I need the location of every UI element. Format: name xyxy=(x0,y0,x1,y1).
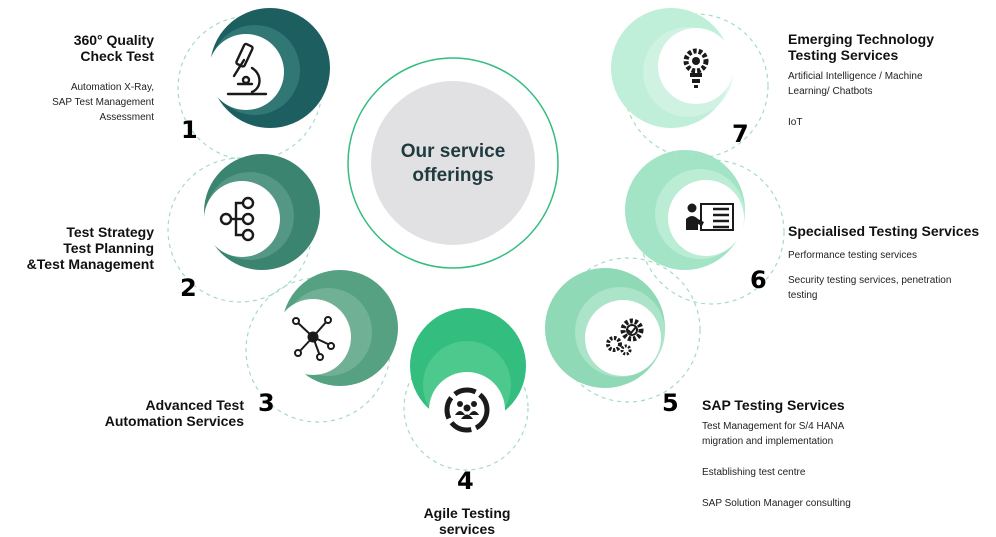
service-3-graphic xyxy=(245,270,398,423)
service-6-text: Specialised Testing Services Performance… xyxy=(788,223,994,303)
service-2-number: 2 xyxy=(180,274,197,302)
service-1-desc-line1: Automation X-Ray, xyxy=(70,82,154,93)
service-6-desc-line1: Performance testing services xyxy=(788,250,917,261)
center-circle xyxy=(371,81,535,245)
service-2-title-line1: Test Strategy xyxy=(66,224,154,240)
service-5-desc-line2: migration and implementation xyxy=(702,436,834,447)
center-title-line1: Our service xyxy=(400,141,506,162)
service-5-desc-line1: Test Management for S/4 HANA xyxy=(702,421,845,432)
service-5-desc-line3: Establishing test centre xyxy=(702,467,806,478)
service-1-text: 360° Quality Check Test Automation X-Ray… xyxy=(20,32,154,125)
team-cycle-icon xyxy=(444,387,490,433)
service-4-title-line2: services xyxy=(438,521,496,537)
service-6-title: Specialised Testing Services xyxy=(788,223,980,239)
service-2-graphic xyxy=(167,154,320,303)
service-4-text: Agile Testing services xyxy=(397,505,537,537)
service-3-title-line2: Automation Services xyxy=(104,413,244,429)
service-7-text: Emerging Technology Testing Services Art… xyxy=(788,31,988,130)
presentation-checklist-icon xyxy=(686,203,734,231)
service-2-text: Test Strategy Test Planning &Test Manage… xyxy=(0,224,154,272)
service-2-title-line3: &Test Management xyxy=(26,256,154,272)
service-7-desc-line2: Learning/ Chatbots xyxy=(788,86,873,97)
service-6-desc-line3: testing xyxy=(788,290,818,301)
service-1-title-line2: Check Test xyxy=(80,48,154,64)
service-5-number: 5 xyxy=(662,389,679,417)
lightbulb-gear-icon xyxy=(683,48,709,88)
service-7-graphic xyxy=(611,8,769,159)
center-ring xyxy=(347,57,559,269)
service-6-desc-line2: Security testing services, penetration xyxy=(788,275,952,286)
service-2-title-line2: Test Planning xyxy=(63,240,154,256)
service-7-desc-line1: Artificial Intelligence / Machine xyxy=(788,71,923,82)
service-5-desc-line4: SAP Solution Manager consulting xyxy=(702,498,851,509)
service-5-graphic xyxy=(545,257,701,403)
center-title: Our service offerings xyxy=(383,140,523,188)
service-7-title-line2: Testing Services xyxy=(788,47,899,63)
service-4-title-line1: Agile Testing xyxy=(423,505,511,521)
service-5-title: SAP Testing Services xyxy=(702,397,845,413)
service-4-number: 4 xyxy=(457,467,474,495)
service-3-number: 3 xyxy=(258,389,275,417)
service-7-title-line1: Emerging Technology xyxy=(788,31,934,47)
service-1-graphic xyxy=(177,8,330,161)
service-6-number: 6 xyxy=(750,266,767,294)
service-1-desc-line2: SAP Test Management xyxy=(52,97,154,108)
gears-icon xyxy=(606,318,644,356)
service-1-desc-line3: Assessment xyxy=(99,112,154,123)
service-1-title-line1: 360° Quality xyxy=(73,32,154,48)
service-7-number: 7 xyxy=(732,120,749,148)
service-1-number: 1 xyxy=(181,116,198,144)
flowchart-icon xyxy=(219,196,255,242)
microscope-icon xyxy=(226,42,268,96)
service-3-text: Advanced Test Automation Services xyxy=(60,397,244,429)
network-nodes-icon xyxy=(292,316,335,361)
center-title-line2: offerings xyxy=(412,165,494,186)
service-7-desc-line3: IoT xyxy=(788,117,803,128)
service-5-text: SAP Testing Services Test Management for… xyxy=(702,397,942,511)
service-3-title-line1: Advanced Test xyxy=(145,397,244,413)
